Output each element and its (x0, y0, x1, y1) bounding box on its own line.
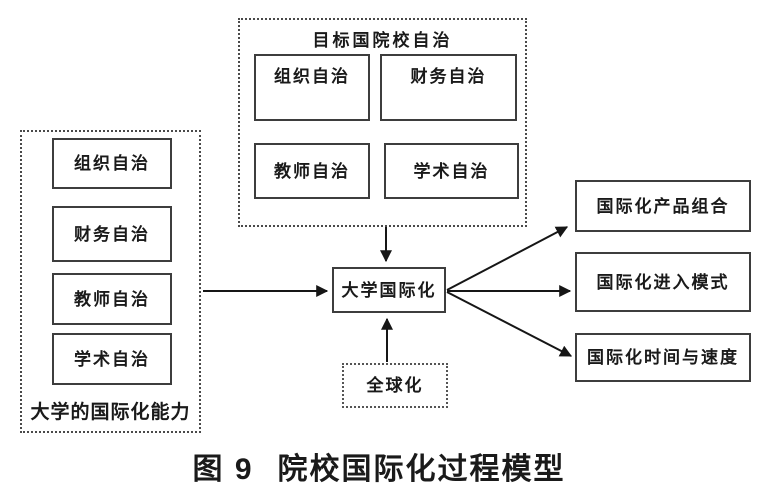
group-university-capability-label: 大学的国际化能力 (30, 402, 191, 423)
node-target-finance-autonomy: 财务自治 (380, 54, 517, 121)
node-capability-organization-autonomy: 组织自治 (52, 138, 172, 189)
node-capability-teacher-autonomy: 教师自治 (52, 273, 172, 325)
figure-caption: 图 9 院校国际化过程模型 (0, 444, 758, 488)
node-target-teacher-autonomy: 教师自治 (254, 143, 370, 199)
figure-caption-number: 图 9 (192, 453, 254, 486)
node-capability-academic-autonomy: 学术自治 (52, 333, 172, 385)
node-capability-finance-autonomy: 财务自治 (52, 206, 172, 262)
node-university-internationalization: 大学国际化 (332, 267, 446, 313)
node-target-academic-autonomy: 学术自治 (384, 143, 519, 199)
node-internationalization-entry-mode: 国际化进入模式 (575, 252, 751, 312)
figure-caption-title: 院校国际化过程模型 (277, 453, 566, 486)
node-target-organization-autonomy: 组织自治 (254, 54, 370, 121)
node-globalization: 全球化 (342, 363, 448, 408)
arrow-center-to-timing-speed (446, 291, 573, 357)
group-university-capability: 组织自治 财务自治 教师自治 学术自治 大学的国际化能力 (20, 130, 201, 433)
group-target-country-autonomy: 目标国院校自治 组织自治 财务自治 教师自治 学术自治 (238, 18, 527, 227)
group-target-country-autonomy-title: 目标国院校自治 (312, 31, 453, 50)
arrow-center-to-product-mix (446, 226, 569, 291)
node-internationalization-timing-speed: 国际化时间与速度 (575, 333, 751, 382)
node-internationalization-product-mix: 国际化产品组合 (575, 180, 751, 232)
